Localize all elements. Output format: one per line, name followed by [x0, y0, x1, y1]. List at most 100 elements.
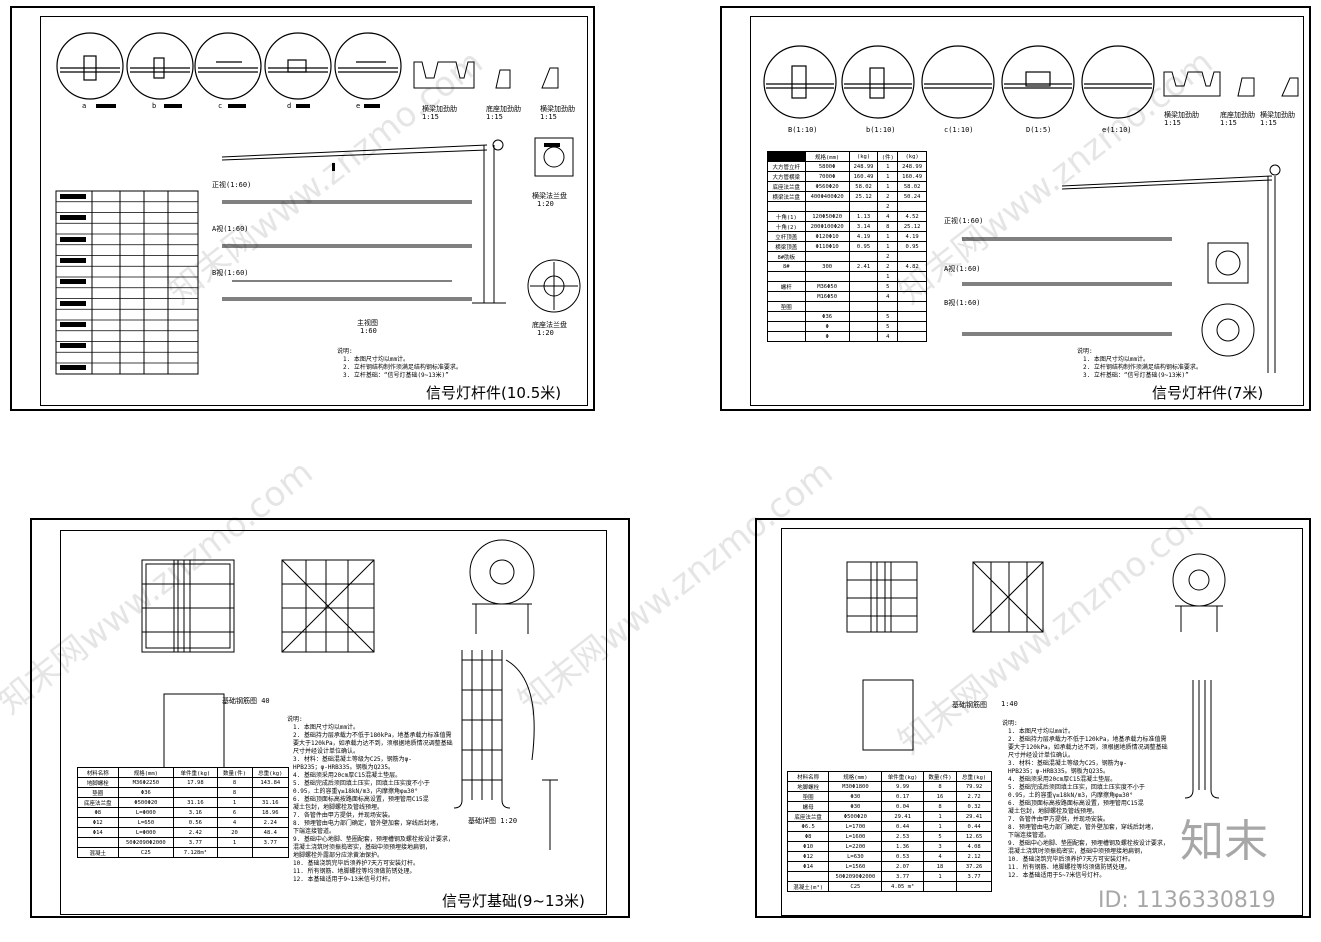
table-cell: [848, 311, 879, 322]
flange-scale-base: 1:20: [537, 329, 554, 337]
note-line: 6. 基础顶面标高按路面标高设置，预埋管用C15混: [1008, 800, 1144, 807]
table-cell: 0.44: [881, 821, 924, 832]
note-line: 0.95，土的容重γ≥18kN/m3，内摩擦角φ≥30°: [1008, 792, 1134, 799]
plate-scale-2: 1:15: [1220, 119, 1237, 127]
table-cell: 1: [922, 811, 958, 822]
table-cell: 248.99: [897, 161, 927, 172]
table-cell: 4: [877, 291, 899, 302]
table-cell: 4.19: [897, 231, 927, 242]
table-cell: [897, 201, 927, 212]
note-line: 10. 基础浇筑完毕后须养护7天方可安装灯杆。: [1008, 856, 1135, 863]
table-cell: Φ12: [77, 817, 119, 828]
table-cell: 6: [216, 807, 253, 818]
note-line: 11. 所有钢筋、地脚螺栓等均须做防锈处理。: [293, 868, 416, 875]
plate-scale-1: 1:15: [1164, 119, 1181, 127]
section-scale: 基础详图 1:20: [468, 817, 518, 825]
table-cell: 0.56: [173, 817, 218, 828]
bom-header-cell: [767, 151, 806, 162]
table-cell: [848, 201, 879, 212]
table-cell: 4: [877, 331, 899, 342]
detail-circles: [763, 45, 1155, 119]
table-cell: 4: [216, 817, 253, 828]
table-cell: Φ14: [77, 827, 119, 838]
note-line: 2. 立杆钢结构制作须满足结构钢标准要求。: [343, 364, 462, 371]
table-cell: 50Φ2090Φ2000: [828, 871, 883, 882]
table-cell: Φ8: [77, 807, 119, 818]
note-line: 下端连接管道。: [1008, 832, 1051, 839]
table-cell: 2.12: [956, 851, 992, 862]
table-cell: Φ30: [828, 801, 883, 812]
table-cell: M30Φ1800: [828, 781, 883, 792]
plate-label-2: 底座加劲肋: [486, 105, 521, 113]
table-cell: [848, 321, 879, 332]
table-cell: 螺母: [786, 801, 830, 812]
foundation-section: [453, 650, 558, 850]
note-line: 1. 本图尺寸均以mm计。: [1008, 728, 1075, 735]
plate-label-1: 横梁加劲肋: [1164, 111, 1199, 119]
plate-label-3: 横梁加劲肋: [1260, 111, 1295, 119]
table-cell: 37.26: [956, 861, 992, 872]
bom-header: 材料名称 规格(mm) 单件重(kg) 数量(件) 总重(kg): [77, 767, 290, 778]
table-cell: 1: [877, 161, 899, 172]
notes-sheet1: 说明: 1. 本图尺寸均以mm计。 2. 立杆钢结构制作须满足结构钢标准要求。 …: [337, 348, 462, 380]
table-cell: 0.17: [881, 791, 924, 802]
table-cell: 16: [922, 791, 958, 802]
bom-header: 材料名称 规格(mm) 单件重(kg) 数量(件) 总重(kg): [786, 771, 992, 782]
detail-label-c: c: [218, 102, 223, 110]
table-cell: 垫圈: [77, 787, 119, 798]
table-cell: 4.05 m³: [881, 881, 924, 892]
table-cell: 31.16: [173, 797, 218, 808]
note-line: 要大于120kPa，如承载力达不到，须根据地质情况调整基础: [293, 740, 453, 747]
table-cell: 底座法兰盘: [77, 797, 119, 808]
note-line: 2. 立杆钢结构制作须满足结构钢标准要求。: [1083, 364, 1202, 371]
brand-id: ID: 1136330819: [1098, 888, 1276, 913]
table-cell: 3.77: [251, 837, 290, 848]
table-cell: Φ12: [786, 851, 830, 862]
note-line: 1. 本图尺寸均以mm计。: [293, 724, 360, 731]
flange-label-base: 底座法兰盘: [532, 321, 567, 329]
table-cell: 17.98: [173, 777, 218, 788]
detail-label-e: e(1:10): [1102, 126, 1132, 134]
sheet-border: [781, 528, 1303, 916]
table-cell: 4.08: [956, 841, 992, 852]
table-cell: M36Φ50: [804, 281, 850, 292]
detail-label-b2: b(1:10): [866, 126, 896, 134]
detail-label-a: a: [82, 102, 87, 110]
table-cell: 20: [216, 827, 253, 838]
table-cell: 1: [877, 171, 899, 182]
stiffener-plates: [1163, 71, 1299, 97]
bom-header-cell: (kg): [848, 151, 879, 162]
detail-label-d: d: [287, 102, 292, 110]
table-cell: 0.44: [956, 821, 992, 832]
drawing-sheet-pole-10-5m: a b c d e 横梁加劲肋 1:15 底座加劲肋 1:15 横梁加劲肋 1:…: [10, 6, 595, 411]
table-cell: [848, 291, 879, 302]
note-line: 凝土包封，地脚螺栓及管线预埋。: [1008, 808, 1099, 815]
table-row: 2: [767, 201, 927, 212]
bom-header-cell: (件): [877, 151, 899, 162]
table-row: 垫圈: [767, 301, 927, 312]
table-cell: Φ: [804, 321, 850, 332]
note-line: HPB235；φ-HRB335。钢板为Q235。: [1008, 768, 1110, 775]
table-cell: 29.41: [881, 811, 924, 822]
plate-scale-2: 1:15: [486, 113, 503, 121]
note-line: 7. 各管件由甲方提供，并现场安装。: [293, 812, 394, 819]
table-cell: 2.42: [173, 827, 218, 838]
table-cell: [767, 311, 806, 322]
view-label-a: A视(1:60): [212, 225, 249, 233]
table-cell: 1: [877, 231, 899, 242]
detail-label-b: B(1:10): [788, 126, 818, 134]
note-line: 5. 基础完成后须回填土压实，回填土压实度不小于: [293, 780, 430, 787]
table-cell: 5: [877, 321, 899, 332]
note-line: 4. 基础须采用20cm厚C15混凝土垫层。: [1008, 776, 1117, 783]
table-cell: 2: [877, 191, 899, 202]
view-label-b: B视(1:60): [944, 299, 981, 307]
table-cell: 十角(2): [767, 221, 806, 232]
